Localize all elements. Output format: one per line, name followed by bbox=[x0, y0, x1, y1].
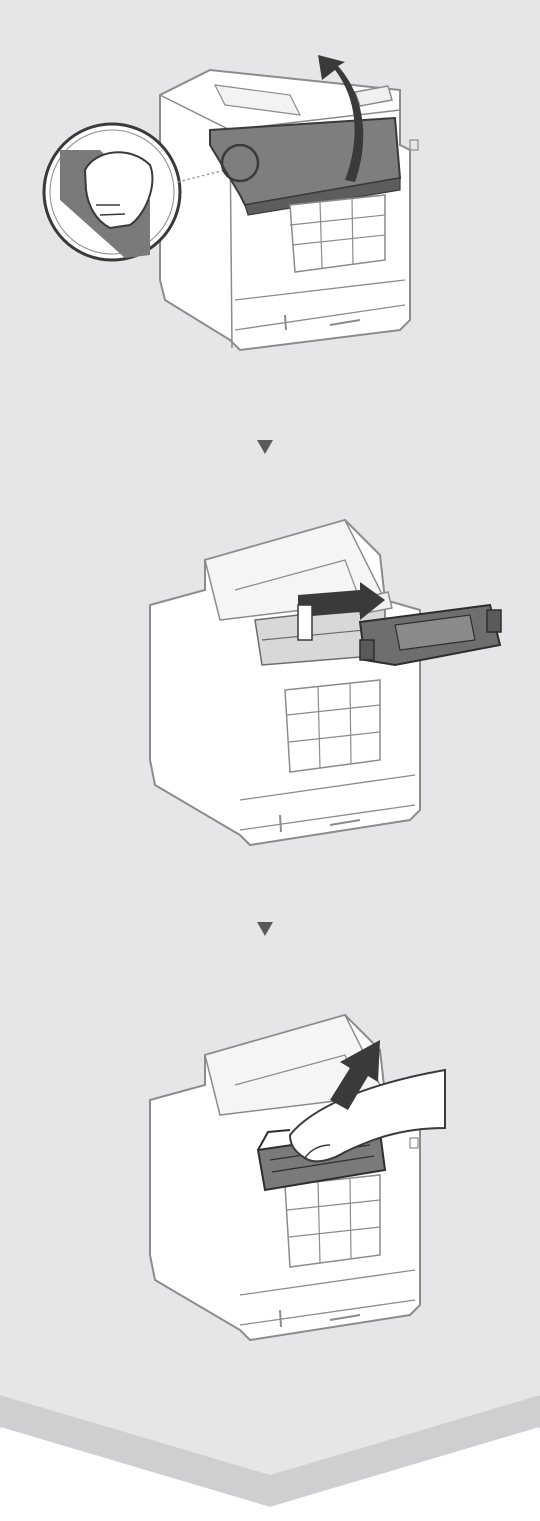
up-arrow-icon bbox=[318, 55, 364, 182]
step-2-illustration bbox=[149, 518, 502, 847]
down-triangle-icon bbox=[257, 922, 273, 936]
step-3-illustration bbox=[149, 1013, 446, 1342]
step-1-illustration bbox=[42, 55, 419, 352]
up-arrow-icon bbox=[330, 1040, 380, 1110]
down-triangle-icon bbox=[257, 440, 273, 454]
chevron-band bbox=[0, 1395, 540, 1510]
pull-arrow-icon bbox=[298, 582, 385, 625]
hand-icon bbox=[83, 151, 154, 230]
